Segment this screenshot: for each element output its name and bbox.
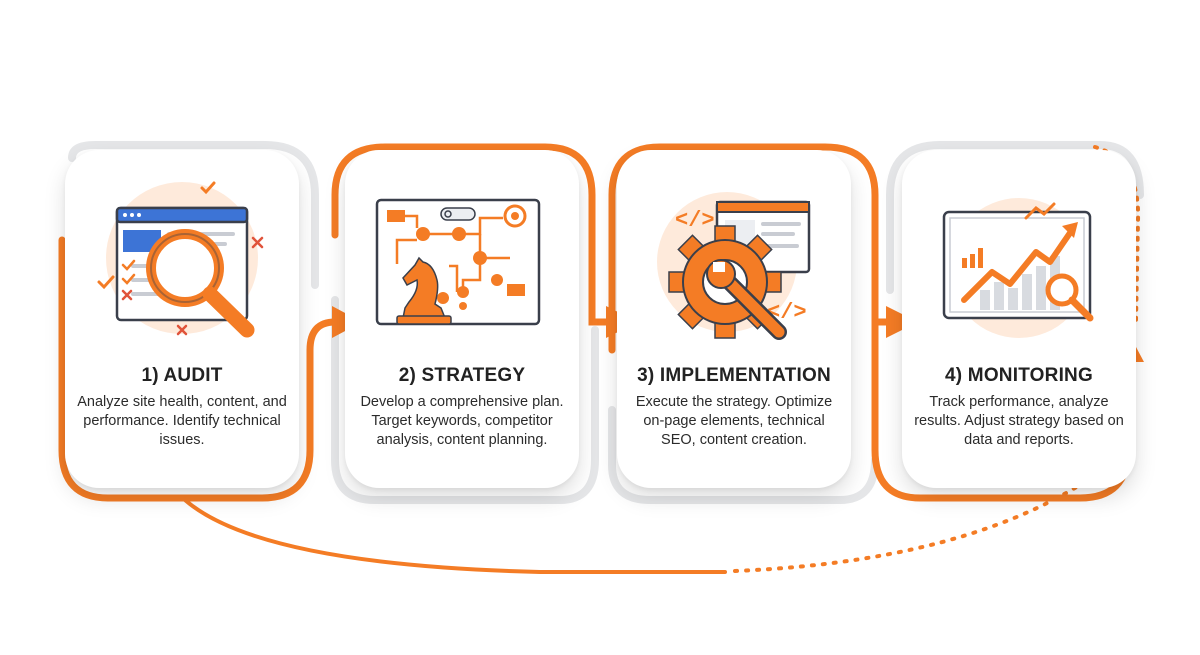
step-title: 4) MONITORING (902, 365, 1136, 387)
step-card-audit: 1) AUDIT Analyze site health, content, a… (65, 150, 299, 488)
step-description: Track performance, analyze results. Adju… (914, 393, 1124, 450)
gear-wrench-code-icon: </> </> (617, 170, 851, 350)
step-card-monitoring: 4) MONITORING Track performance, analyze… (902, 150, 1136, 488)
magnifier-audit-icon (65, 170, 299, 350)
step-card-implementation: </> </> 3) IMPLEMENTATION Execute the st… (617, 150, 851, 488)
loop-bottom-solid (185, 500, 725, 572)
svg-text:</>: </> (675, 208, 715, 233)
chess-knight-flowchart-icon (345, 170, 579, 350)
step-title: 3) IMPLEMENTATION (617, 365, 851, 387)
step-title: 2) STRATEGY (345, 365, 579, 387)
step-description: Analyze site health, content, and perfor… (77, 393, 287, 450)
step-title: 1) AUDIT (65, 365, 299, 387)
step-description: Execute the strategy. Optimize on-page e… (629, 393, 839, 450)
step-description: Develop a comprehensive plan. Target key… (357, 393, 567, 450)
step-card-strategy: 2) STRATEGY Develop a comprehensive plan… (345, 150, 579, 488)
growth-chart-icon (902, 170, 1136, 350)
